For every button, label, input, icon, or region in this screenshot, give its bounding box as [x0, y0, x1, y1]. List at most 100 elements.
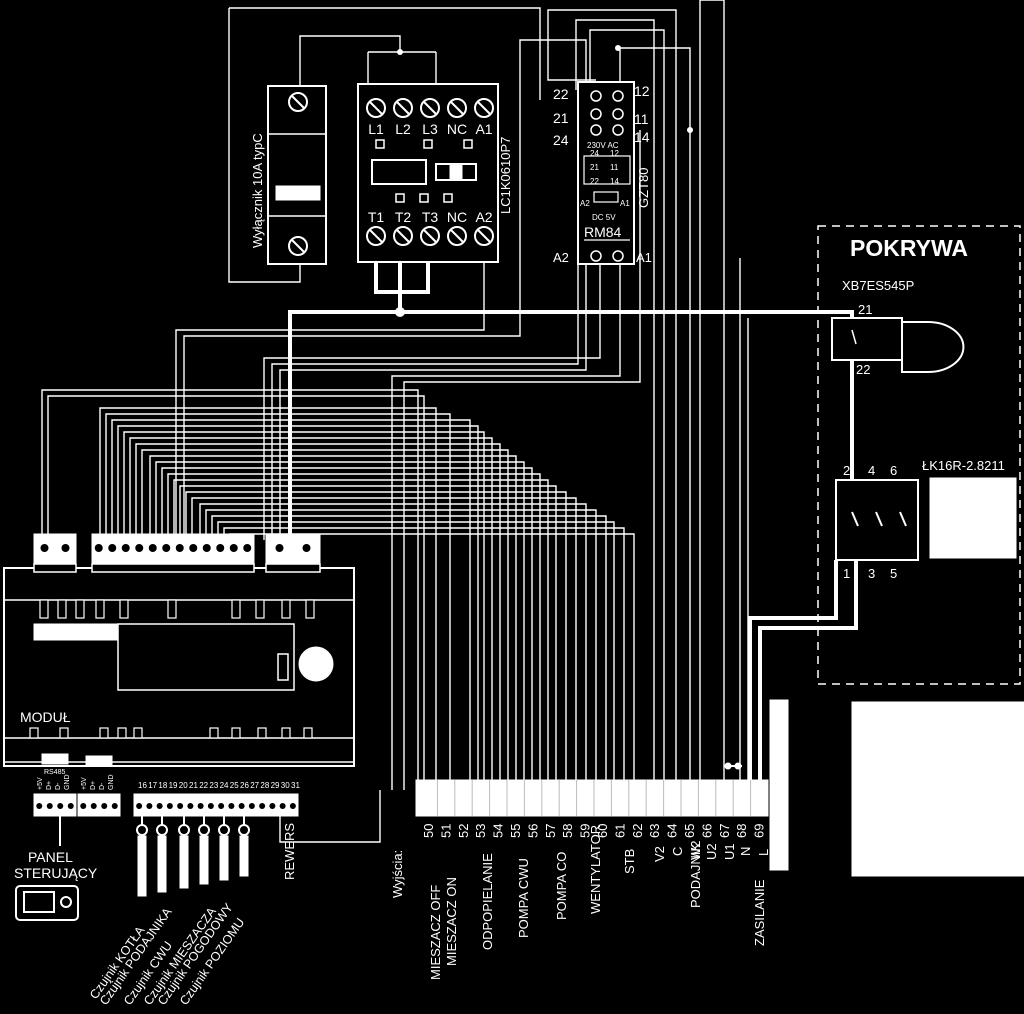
- terminal-screw: [166, 803, 173, 809]
- relay-pin-14: 14: [634, 129, 650, 145]
- relay-inner-12: 12: [610, 149, 619, 158]
- terminal-screw: [248, 803, 255, 809]
- relay: 230V AC 24 21 22 12 11 14 A2 A1 DC 5V RM…: [553, 81, 652, 265]
- terminal-screw: [61, 544, 70, 552]
- terminal-screw: [36, 803, 43, 809]
- switch-model: ŁK16R-2.8211: [922, 458, 1005, 473]
- terminal-screw: [108, 544, 117, 552]
- terminal-screw: [111, 803, 118, 809]
- contactor-label-top: L3: [422, 121, 438, 137]
- sensor-pin-number: 29: [271, 781, 280, 790]
- output-terminal-number: 69: [752, 824, 767, 838]
- contactor-screw-bottom: [420, 226, 440, 246]
- output-label: PODAJNIK: [688, 843, 703, 908]
- jumper: [724, 762, 742, 770]
- terminal-screw: [177, 803, 184, 809]
- terminal-screw: [207, 803, 214, 809]
- terminal-screw: [40, 544, 49, 552]
- cover-area: POKRYWA XB7ES545P 21 22 ŁK16R-2.8211 2 4…: [817, 225, 1021, 685]
- contactor-model: LC1K0610P7: [498, 137, 513, 214]
- terminal-screw: [269, 803, 276, 809]
- cover-title: POKRYWA: [850, 235, 968, 261]
- relay-pin-bottom-a2: A2: [553, 250, 569, 265]
- output-terminal-number: 65: [682, 824, 697, 838]
- output-label: MIESZACZ ON: [444, 877, 459, 966]
- terminal-screw: [187, 803, 194, 809]
- terminal-screw: [80, 803, 87, 809]
- relay-inner-22: 22: [590, 177, 599, 186]
- sensor-probe: [179, 835, 189, 889]
- terminal-screw: [148, 544, 157, 552]
- terminal-screw: [101, 803, 108, 809]
- output-label: MIESZACZ OFF: [428, 885, 443, 980]
- terminal-screw: [259, 803, 266, 809]
- plug-a-pin-label: GND: [64, 774, 71, 790]
- power-cable: [769, 699, 789, 871]
- sensor-pin-number: 18: [158, 781, 167, 790]
- contactor-screw-bottom: [447, 226, 467, 246]
- plug-b-pin-label: D-: [99, 782, 106, 790]
- junction-dots: [395, 45, 693, 317]
- estop-contact-block: [831, 317, 903, 361]
- sensor-pin-number: 23: [209, 781, 218, 790]
- terminal-screw: [275, 544, 284, 552]
- sensor-probe: [199, 835, 209, 885]
- sensor-probe: [137, 835, 147, 897]
- output-terminal-number: 55: [508, 824, 523, 838]
- module-rs485: RS485: [44, 769, 66, 776]
- sensor-probe: [219, 835, 229, 881]
- contactor-screw-top: [420, 98, 440, 118]
- estop-model: XB7ES545P: [842, 278, 914, 293]
- plug-a-pin-label: D-: [55, 782, 62, 790]
- plug-b-pin-label: GND: [108, 774, 115, 790]
- contactor-screw-top: [447, 98, 467, 118]
- output-label: ZASILANIE: [752, 879, 767, 946]
- output-terminal-number: 56: [525, 824, 540, 838]
- switch-pin-5: 5: [890, 566, 897, 581]
- panel-label-line1: PANEL: [28, 849, 73, 865]
- output-label: STB: [622, 849, 637, 874]
- cam-switch-knob: [929, 477, 1017, 559]
- relay-pin-24: 24: [553, 132, 569, 148]
- relay-inner-11: 11: [610, 163, 619, 172]
- sensor-probe: [157, 835, 167, 893]
- breaker-screw-top: [288, 92, 308, 112]
- relay-pin-12: 12: [634, 83, 650, 99]
- breaker-label: Wyłącznik 10A typC: [250, 133, 265, 248]
- terminal-screw: [289, 803, 296, 809]
- output-terminal-number: 50: [421, 824, 436, 838]
- panel-label-line2: STERUJĄCY: [14, 865, 98, 881]
- sensor-probes: [136, 816, 250, 897]
- pin-letter-c: C: [670, 847, 685, 856]
- relay-pin-bottom-a1: A1: [636, 250, 652, 265]
- relay-pin-22: 22: [553, 86, 569, 102]
- sensor-pin-number: 28: [260, 781, 269, 790]
- cam-switch: [835, 479, 919, 561]
- sensor-pin-number: 20: [179, 781, 188, 790]
- output-terminal-number: 62: [630, 824, 645, 838]
- sensor-pin-number: 24: [220, 781, 229, 790]
- control-panel: PANEL STERUJĄCY: [14, 816, 98, 921]
- breaker-screw-bottom: [288, 236, 308, 256]
- output-terminal-number: 57: [543, 824, 558, 838]
- terminal-screw: [302, 544, 311, 552]
- contactor-screw-bottom: [393, 226, 413, 246]
- sensor-pin-number: 19: [169, 781, 178, 790]
- contactor-label-bottom: T3: [422, 209, 439, 225]
- terminal-screw: [229, 544, 238, 552]
- sensor-pin-number: 27: [250, 781, 259, 790]
- terminal-screw: [135, 544, 144, 552]
- pin-letter-u1: U1: [722, 843, 737, 860]
- circuit-breaker: Wyłącznik 10A typC: [250, 85, 327, 265]
- relay-name: RM84: [584, 224, 622, 240]
- relay-model: GZT80: [636, 168, 651, 208]
- relay-coil-a2: A2: [580, 199, 590, 208]
- external-device-box: [851, 701, 1024, 877]
- module: MODUŁ RS485: [3, 533, 355, 817]
- output-terminal-number: 54: [491, 824, 506, 838]
- switch-pin-6: 6: [890, 463, 897, 478]
